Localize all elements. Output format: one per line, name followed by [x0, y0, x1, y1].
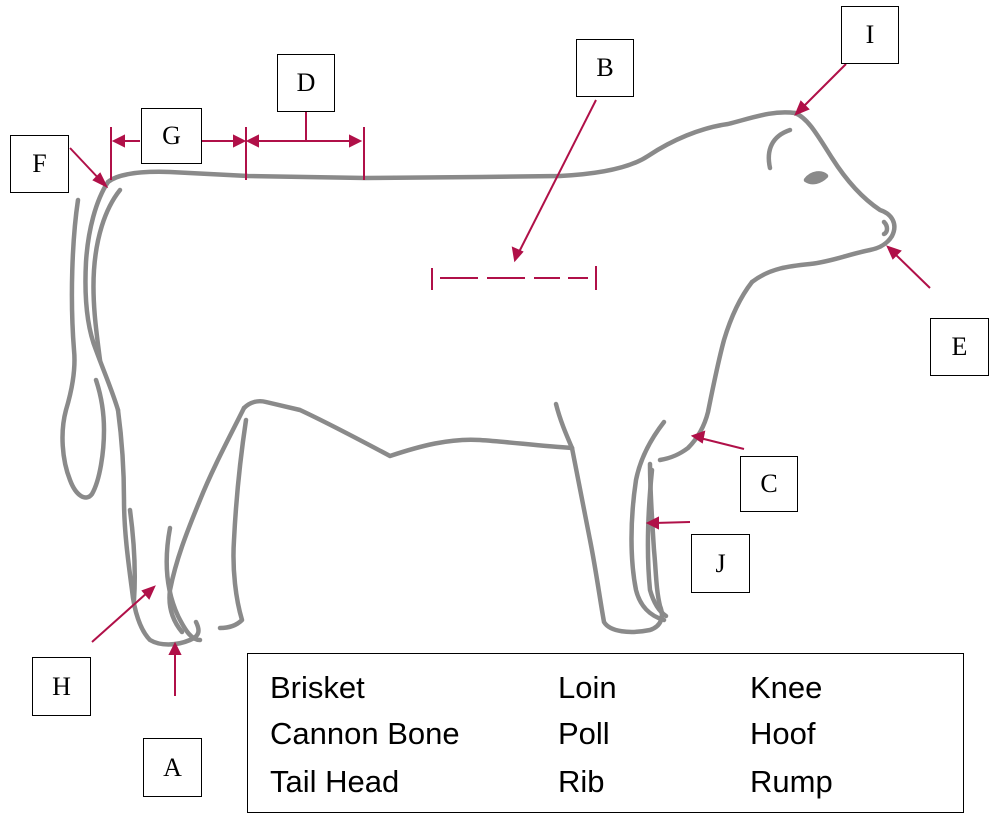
- word-bank-term: Rib: [558, 764, 605, 799]
- arrow-a-head: [168, 641, 182, 655]
- label-d: D: [296, 68, 316, 97]
- arrow-c: [699, 437, 745, 450]
- label-c: C: [760, 469, 778, 498]
- cow-front-leg-far-inner: [645, 467, 669, 619]
- arrow-f-head: [92, 172, 109, 189]
- arrow-j: [653, 521, 691, 524]
- arrow-g-right-head: [233, 134, 247, 148]
- label-g: G: [162, 121, 181, 150]
- cow-front-leg-far: [629, 419, 667, 623]
- cow-rump-rear: [83, 179, 121, 413]
- cow-tail-line: [91, 187, 123, 363]
- rib-dash-line: [431, 266, 597, 290]
- cow-ear: [766, 127, 793, 171]
- arrow-e-head: [886, 245, 902, 260]
- cow-hind-leg-inner: [127, 507, 138, 603]
- cow-front-leg-near: [569, 445, 665, 635]
- cow-neck-front: [657, 279, 755, 463]
- cow-eye: [803, 171, 829, 185]
- cow-hind-leg-front: [167, 405, 247, 635]
- label-box-g: G: [141, 108, 202, 164]
- cow-flank: [241, 399, 575, 459]
- label-box-d: D: [277, 54, 335, 112]
- word-bank-term: Rump: [750, 764, 833, 799]
- arrow-g-left-head: [111, 134, 125, 148]
- cow-belly-notch: [553, 401, 575, 451]
- label-j: J: [715, 548, 726, 578]
- label-box-c: C: [740, 456, 798, 512]
- arrow-b: [517, 99, 597, 255]
- label-box-e: E: [930, 318, 989, 376]
- label-b: B: [596, 53, 614, 82]
- cow-tail: [60, 197, 107, 500]
- arrow-i: [801, 63, 847, 109]
- arrow-j-head: [645, 516, 659, 530]
- cow-hind-leg-far: [164, 525, 203, 643]
- cow-nostril: [881, 219, 890, 237]
- word-bank-term: Cannon Bone: [270, 716, 460, 751]
- label-f: F: [32, 149, 47, 178]
- label-box-a: A: [143, 738, 202, 797]
- label-a: A: [163, 752, 182, 782]
- arrow-e: [893, 252, 931, 289]
- word-bank-term: Tail Head: [270, 764, 400, 799]
- cow-head: [749, 110, 897, 285]
- word-bank-term: Brisket: [270, 670, 365, 705]
- word-bank-term: Knee: [750, 670, 823, 705]
- arrow-d-left-head: [245, 134, 259, 148]
- arrow-h: [91, 591, 149, 643]
- cow-back-line: [105, 110, 798, 185]
- arrow-b-head: [511, 246, 524, 263]
- word-bank-term: Hoof: [750, 716, 816, 751]
- label-arrows: [69, 63, 931, 696]
- label-i: I: [865, 20, 875, 49]
- label-box-i: I: [841, 6, 899, 64]
- arrow-c-head: [690, 430, 706, 444]
- arrow-h-head: [141, 585, 156, 600]
- label-box-f: F: [10, 135, 69, 193]
- label-box-j: J: [691, 534, 750, 593]
- word-bank: Brisket Loin Knee Cannon Bone Poll Hoof …: [247, 653, 964, 813]
- arrow-d-right-head: [349, 134, 363, 148]
- cow-outline: [60, 110, 897, 647]
- label-box-h: H: [32, 657, 91, 716]
- cow-hind-leg-front-inner: [217, 417, 249, 631]
- word-bank-term: Poll: [558, 716, 610, 751]
- label-box-b: B: [576, 39, 634, 97]
- word-bank-term: Loin: [558, 670, 617, 705]
- label-h: H: [52, 671, 71, 701]
- label-e: E: [951, 332, 968, 361]
- arrow-i-head: [794, 100, 810, 116]
